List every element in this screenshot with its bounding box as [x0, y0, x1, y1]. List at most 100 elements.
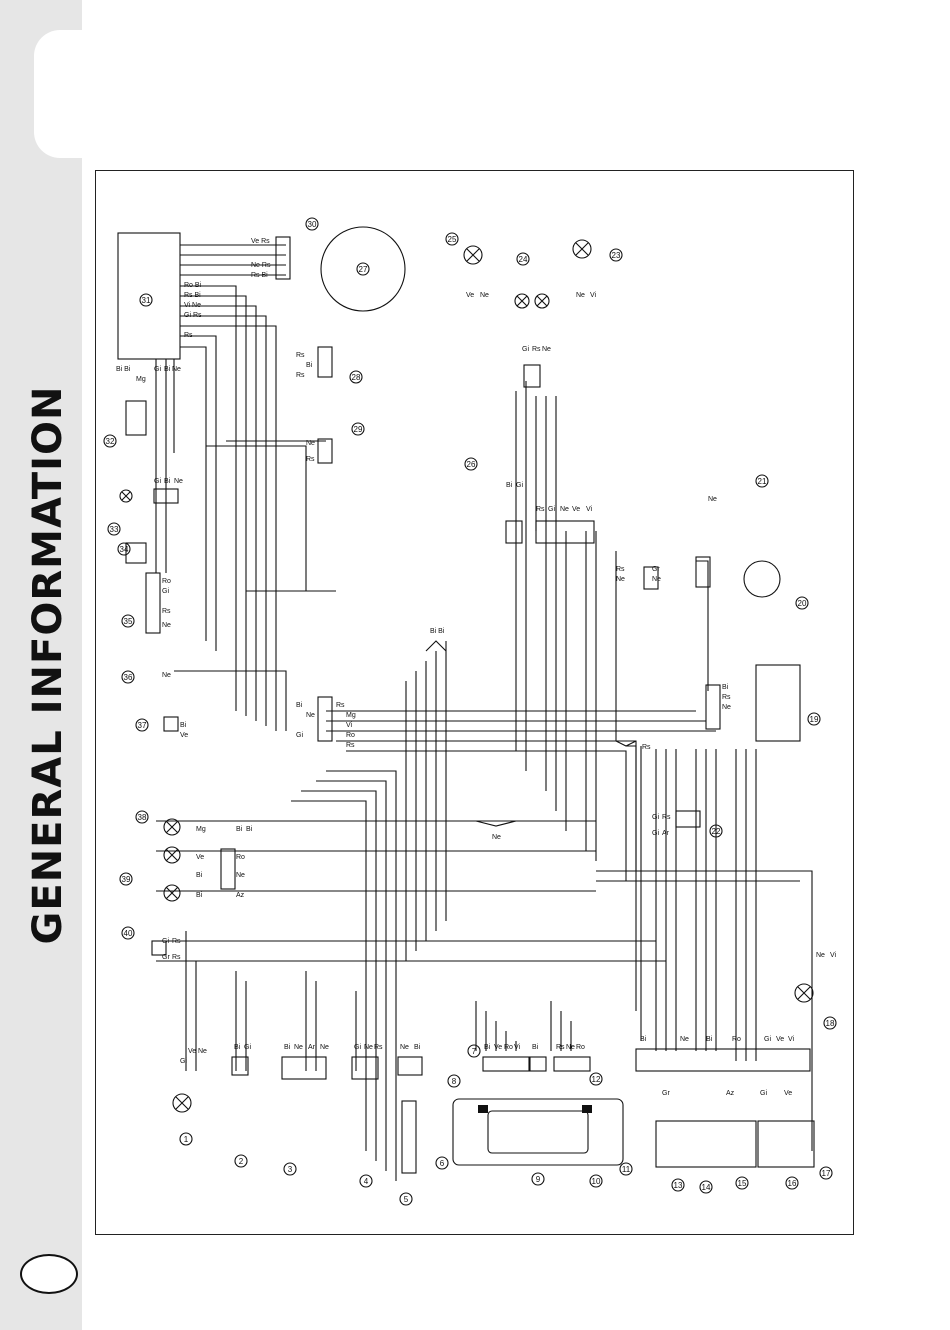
wire-label: Ar: [308, 1044, 316, 1051]
wire-label: Ve: [188, 1048, 196, 1055]
wire-label: Gi Rs: [184, 312, 202, 319]
wire-label: Ne: [306, 440, 315, 447]
wire-label: Ve: [466, 292, 474, 299]
wire-label: Bi: [506, 482, 513, 489]
component-22: 22: [712, 827, 721, 836]
wire-label: Ne: [542, 346, 551, 353]
wire-label: Gi: [162, 938, 169, 945]
wire-label: Ve: [494, 1044, 502, 1051]
wire-label: Bi: [234, 1044, 241, 1051]
component-35: 35: [124, 617, 133, 626]
wire-label: Bi: [196, 892, 203, 899]
wire-label: Bi: [296, 702, 303, 709]
wire-label: Gi: [354, 1044, 361, 1051]
wire-label: Gi: [548, 506, 555, 513]
wire-label: Ve: [180, 732, 188, 739]
wire-label: Ve Rs: [251, 238, 270, 245]
dashboard-display: [487, 1110, 589, 1154]
wire-label: Ne: [400, 1044, 409, 1051]
wire-label: Ne: [172, 366, 181, 373]
component-19: 19: [810, 715, 819, 724]
component-11: 11: [622, 1165, 631, 1174]
wire-label: Rs: [296, 352, 305, 359]
wire-label: Ne: [566, 1044, 575, 1051]
wire-label: Gr: [652, 566, 660, 573]
wire-label: Gi: [154, 366, 161, 373]
component-23: 23: [612, 251, 621, 260]
wire-label: Ar: [662, 830, 670, 837]
section-tab: [34, 30, 82, 158]
wire-label: Rs Bi: [184, 292, 201, 299]
wire-label: Gi: [760, 1090, 767, 1097]
wire-label: Gi: [180, 1058, 187, 1065]
wire-label: Mg: [136, 376, 146, 383]
wire-label: Bi: [180, 722, 187, 729]
dashboard-box: [452, 1098, 624, 1166]
wire-label: Gi: [522, 346, 529, 353]
wire-label: Ne: [162, 672, 171, 679]
wire-label: Bi: [722, 684, 729, 691]
wire-label: Rs: [172, 938, 181, 945]
wire-label: Rs Bi: [251, 272, 268, 279]
wire-label: Ne: [816, 952, 825, 959]
bus-label: Rs: [642, 744, 651, 751]
starter-motor-circle: [743, 560, 781, 598]
wire-label: Vi: [830, 952, 837, 959]
wire-label: Rs: [532, 346, 541, 353]
component-16: 16: [788, 1179, 797, 1188]
component-28: 28: [352, 373, 361, 382]
wire-label: Vi: [514, 1044, 521, 1051]
wire-label: Bi: [484, 1044, 491, 1051]
component-9: 9: [536, 1175, 541, 1184]
component-14: 14: [702, 1183, 711, 1192]
wire-label: Ro: [162, 578, 171, 585]
wire-label: Bi: [164, 478, 171, 485]
wire-label: Ro Bi: [184, 282, 202, 289]
component-20: 20: [798, 599, 807, 608]
component-26: 26: [467, 460, 476, 469]
component-34: 34: [120, 545, 129, 554]
wire-label: Ne: [320, 1044, 329, 1051]
component-30: 30: [308, 220, 317, 229]
wire-label: Bi Bi: [116, 366, 131, 373]
wire-label: Gr: [662, 1090, 670, 1097]
wire-label: Ne: [364, 1044, 373, 1051]
wire-label: Ro: [576, 1044, 585, 1051]
wire-label: Ne: [560, 506, 569, 513]
wire-label: Bi: [532, 1044, 539, 1051]
component-36: 36: [124, 673, 133, 682]
wire-label: Ne: [652, 576, 661, 583]
wire-label: Az: [236, 892, 245, 899]
wire-label: Ne: [722, 704, 731, 711]
wire-label: Rs: [336, 702, 345, 709]
wire-label: Ne: [480, 292, 489, 299]
wire-label: Rs: [306, 456, 315, 463]
lamp-symbols: [119, 239, 814, 1113]
wire-label: Ne: [294, 1044, 303, 1051]
component-31: 31: [142, 296, 151, 305]
component-12: 12: [592, 1075, 601, 1084]
wire-label: Rs: [296, 372, 305, 379]
wire-label: Bi: [236, 826, 243, 833]
wire-label: Vi: [586, 506, 593, 513]
wire-label: Rs: [722, 694, 731, 701]
wire-label: Gi: [244, 1044, 251, 1051]
component-21: 21: [758, 477, 767, 486]
wire-label: Gi: [652, 830, 659, 837]
wire-labels: Ve Rs Ne Rs Rs Bi Ro Bi Rs Bi Vi Ne Gi R…: [116, 238, 837, 1097]
wire-label: Vi: [590, 292, 597, 299]
wire-label: Vi: [346, 722, 353, 729]
wire-label: Bi: [306, 362, 313, 369]
wire-label: Gi: [154, 478, 161, 485]
component-5: 5: [404, 1195, 409, 1204]
wire-label: Ne: [162, 622, 171, 629]
wire-label: Gi: [652, 814, 659, 821]
component-25: 25: [448, 235, 457, 244]
component-2: 2: [239, 1157, 244, 1166]
bus-label: Bi Bi: [430, 628, 445, 635]
component-10: 10: [592, 1177, 601, 1186]
wire-label: Mg: [196, 826, 206, 833]
component-17: 17: [822, 1169, 831, 1178]
wire-label: Ve: [572, 506, 580, 513]
wire-label: Rs: [556, 1044, 565, 1051]
